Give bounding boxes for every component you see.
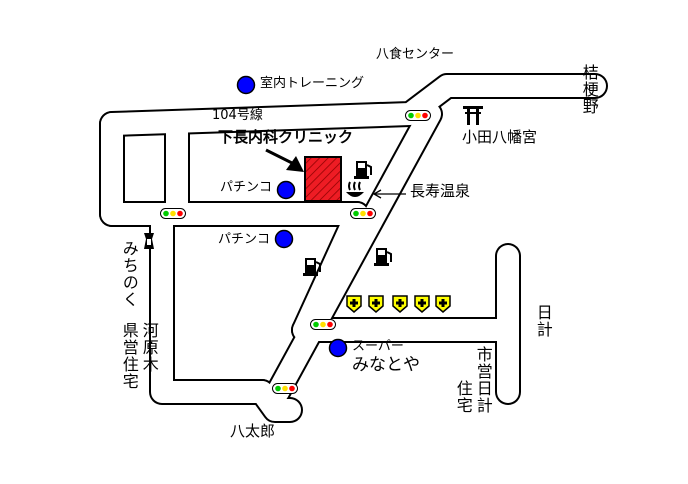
traffic-light-icon xyxy=(350,208,376,219)
traffic-light-icon xyxy=(310,319,336,330)
blue-dot-icon xyxy=(274,229,294,249)
label-supermarket: スーパー xyxy=(352,339,404,354)
gas-station-icon xyxy=(354,161,372,179)
label-kikyono: 桔梗野 xyxy=(579,64,599,115)
blue-dot-icon xyxy=(236,75,256,95)
label-kawaharagi-jutaku: 河原木 xyxy=(139,322,159,373)
page-title: 下長内科クリニック xyxy=(218,128,354,146)
blue-dot-icon xyxy=(328,338,348,358)
gas-station-icon xyxy=(303,258,321,276)
blue-dot-icon xyxy=(276,180,296,200)
gas-station-icon xyxy=(374,248,392,266)
arrow-pointer-icon xyxy=(372,189,406,199)
hot-spring-icon xyxy=(346,181,364,197)
label-room-training: 室内トレーニング xyxy=(260,76,365,91)
label-michinoku: みちのく xyxy=(119,240,139,308)
shrine-gate-icon xyxy=(463,106,483,125)
label-pachinko-2: パチンコ xyxy=(218,232,271,247)
hospital-cross-icon xyxy=(346,295,451,313)
label-chojyu-onsen: 長寿温泉 xyxy=(410,182,471,200)
label-hachitaro: 八太郎 xyxy=(230,422,276,440)
arrow-pointer-icon xyxy=(265,148,304,172)
label-route104: 104号線 xyxy=(212,108,263,123)
label-jutaku: 住宅 xyxy=(453,380,473,414)
clinic-marker-icon xyxy=(304,156,342,202)
label-nikkei: 日計 xyxy=(533,304,553,338)
traffic-light-icon xyxy=(272,383,298,394)
traffic-light-icon xyxy=(405,110,431,121)
label-kenei: 県営住宅 xyxy=(119,322,139,390)
label-hachinohe-center: 八食センター xyxy=(376,47,455,62)
label-pachinko-1: パチンコ xyxy=(220,180,273,195)
label-minatoya: みなとや xyxy=(352,355,420,375)
label-shiei-nikkei: 市営日計 xyxy=(473,346,493,414)
label-odate-hachimangu: 小田八幡宮 xyxy=(462,128,538,146)
michinoku-landmark-icon xyxy=(144,233,154,249)
traffic-light-icon xyxy=(160,208,186,219)
